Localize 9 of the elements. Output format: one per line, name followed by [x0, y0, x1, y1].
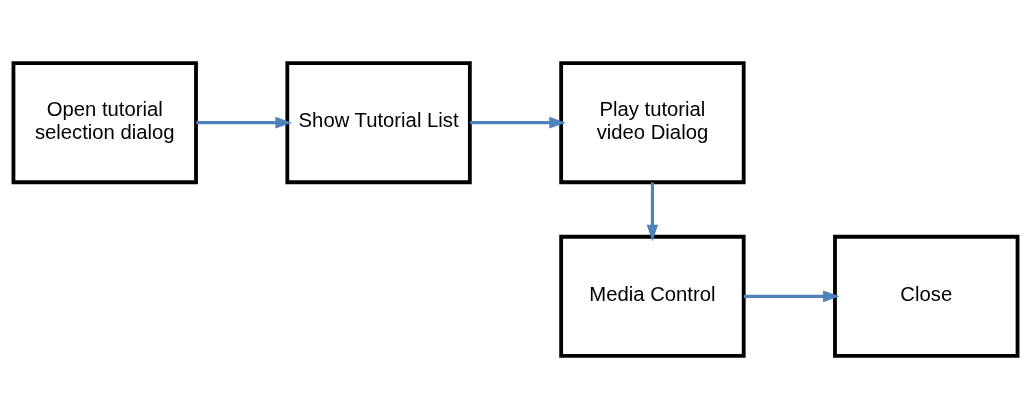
node-box: Open tutorial selection dialog — [11, 61, 198, 185]
arrow — [646, 182, 659, 242]
node-box: Show Tutorial List — [285, 61, 472, 185]
arrow — [196, 116, 292, 129]
arrow — [744, 290, 840, 303]
node-box: Close — [833, 234, 1020, 358]
arrow — [470, 116, 566, 129]
node-box: Play tutorial video Dialog — [559, 61, 746, 185]
node-box: Media Control — [559, 234, 746, 358]
